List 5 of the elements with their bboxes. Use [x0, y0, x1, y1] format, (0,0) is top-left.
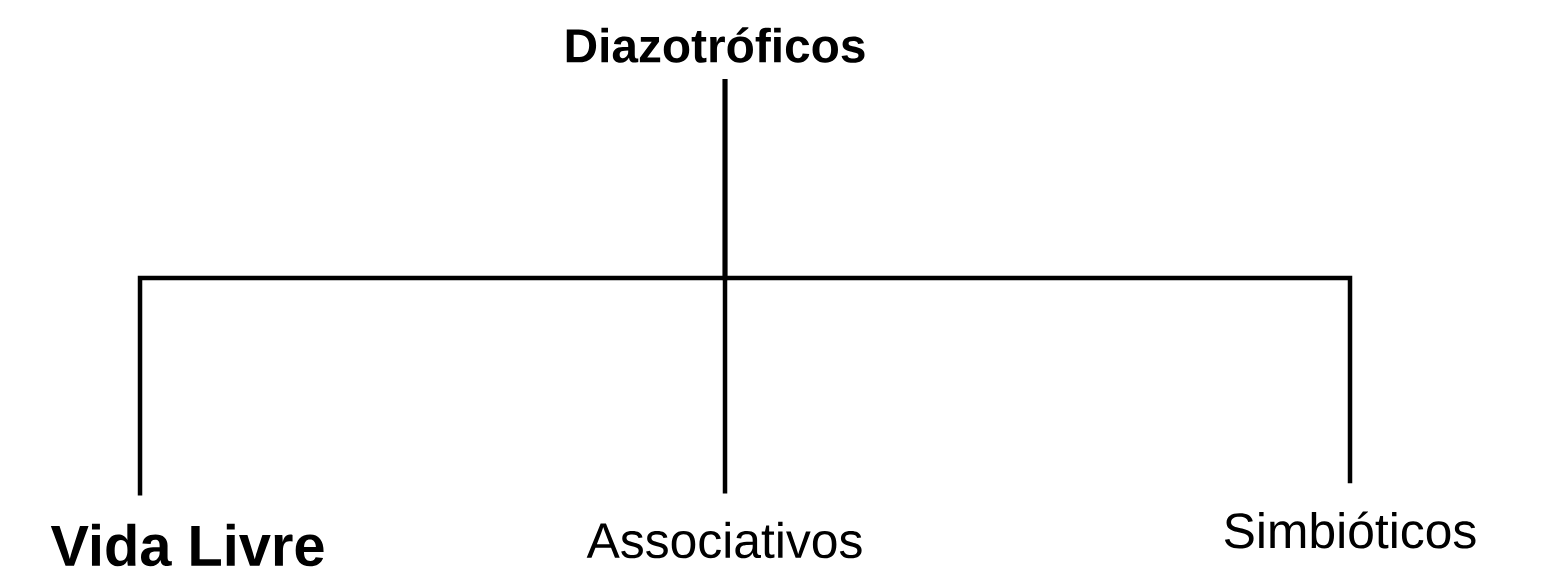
node-label: Associativos [586, 521, 862, 559]
node-label: Vida Livre [50, 523, 324, 567]
connector-line [722, 78, 1353, 484]
node-label: Simbióticos [1224, 511, 1476, 549]
node-label: Diazotróficos [566, 27, 865, 63]
